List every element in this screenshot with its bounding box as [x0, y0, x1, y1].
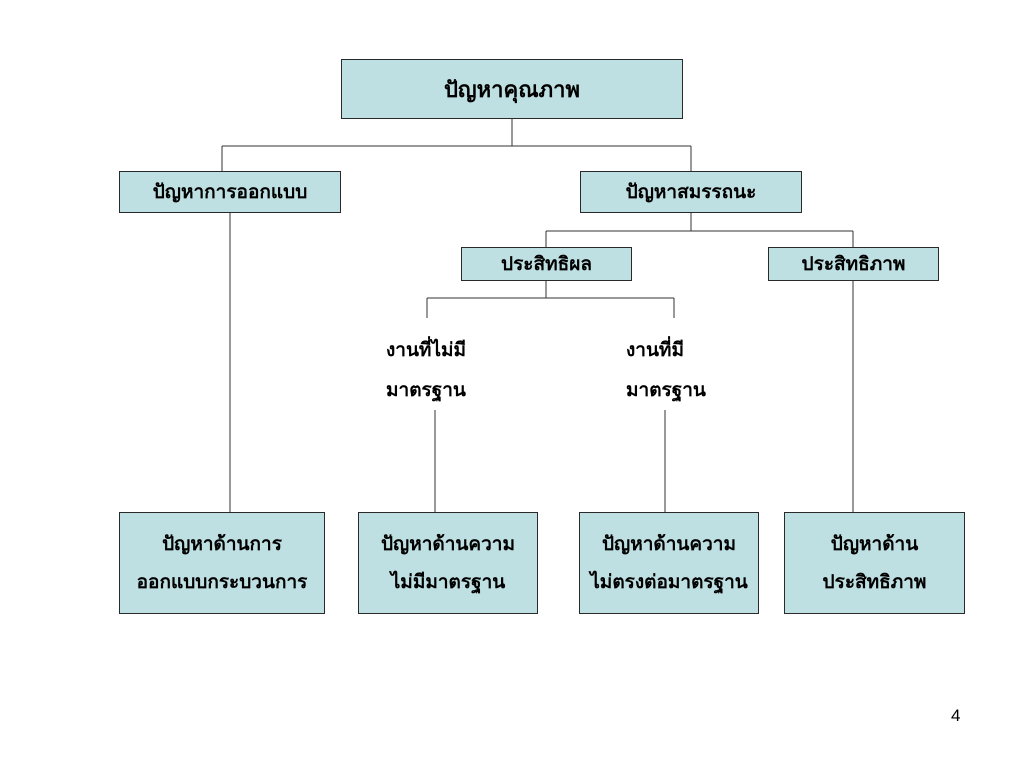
efficiency-node-label: ประสิทธิภาพ — [801, 253, 906, 275]
leaf-design-process: ปัญหาด้านการ ออกแบบกระบวนการ — [119, 512, 325, 614]
capability-node-label: ปัญหาสมรรถนะ — [625, 181, 757, 203]
leaf-nonconformance-line2: ไม่ตรงต่อมาตรฐาน — [590, 571, 748, 593]
leaf-nonconformance: ปัญหาด้านความ ไม่ตรงต่อมาตรฐาน — [579, 512, 759, 614]
no-standard-work-label: งานที่ไม่มี มาตรฐาน — [386, 330, 466, 410]
leaf-design-process-line2: ออกแบบกระบวนการ — [136, 571, 308, 593]
effectiveness-node-label: ประสิทธิผล — [501, 253, 592, 275]
standard-work-line2: มาตรฐาน — [626, 379, 706, 401]
leaf-efficiency: ปัญหาด้าน ประสิทธิภาพ — [784, 512, 965, 614]
root-node: ปัญหาคุณภาพ — [341, 59, 683, 119]
effectiveness-node: ประสิทธิผล — [461, 247, 632, 281]
no-standard-work-line1: งานที่ไม่มี — [386, 339, 467, 361]
leaf-design-process-line1: ปัญหาด้านการ — [162, 533, 282, 555]
capability-node: ปัญหาสมรรถนะ — [580, 171, 802, 213]
leaf-efficiency-line1: ปัญหาด้าน — [830, 533, 919, 555]
page-number: 4 — [951, 706, 961, 725]
leaf-nonconformance-line1: ปัญหาด้านความ — [601, 533, 736, 555]
design-node-label: ปัญหาการออกแบบ — [152, 181, 308, 203]
leaf-efficiency-line2: ประสิทธิภาพ — [822, 571, 927, 593]
leaf-no-standard-line2: ไม่มีมาตรฐาน — [390, 571, 506, 593]
standard-work-line1: งานที่มี — [626, 339, 684, 361]
leaf-no-standard: ปัญหาด้านความ ไม่มีมาตรฐาน — [358, 512, 538, 614]
leaf-no-standard-line1: ปัญหาด้านความ — [380, 533, 515, 555]
root-node-label: ปัญหาคุณภาพ — [443, 76, 581, 103]
efficiency-node: ประสิทธิภาพ — [768, 247, 939, 281]
design-node: ปัญหาการออกแบบ — [119, 171, 341, 213]
standard-work-label: งานที่มี มาตรฐาน — [626, 330, 706, 410]
no-standard-work-line2: มาตรฐาน — [386, 379, 466, 401]
